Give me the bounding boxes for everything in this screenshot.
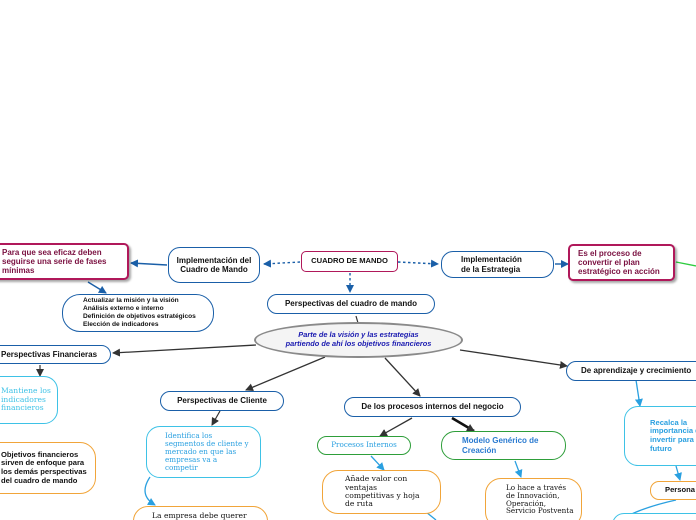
link-aprend-recalca: [634, 379, 643, 407]
node-indicadores[interactable]: Mantiene los indicadores financieros: [0, 376, 58, 424]
node-objetivos[interactable]: Objetivos financieros sirven de enfoque …: [0, 442, 96, 494]
link-impl-fases: [130, 259, 168, 268]
cliente-label: Perspectivas de Cliente: [177, 396, 267, 406]
node-proceso-estrategico[interactable]: Es el proceso de convertir el plan estra…: [568, 244, 675, 281]
implementacion-cuadro-label: Implementación del Cuadro de Mando: [176, 255, 252, 274]
node-implementacion-cuadro[interactable]: Implementación del Cuadro de Mando: [168, 247, 260, 283]
link-root-right: [397, 259, 439, 268]
link-vision-financieras: [112, 344, 257, 357]
node-fases[interactable]: Para que sea eficaz deben seguirse una s…: [0, 243, 129, 280]
fases-label: Para que sea eficaz deben seguirse una s…: [2, 247, 107, 276]
link-root-left: [263, 259, 301, 268]
node-segmentos[interactable]: Identifica los segmentos de cliente y me…: [146, 426, 261, 478]
proceso-label: Es el proceso de convertir el plan estra…: [578, 248, 660, 277]
node-vision-estrategias[interactable]: Parte de la visión y las estrategias par…: [254, 322, 463, 358]
node-modelo-generico[interactable]: Modelo Genérico de Creación: [441, 431, 566, 460]
indicadores-label: Mantiene los indicadores financieros: [1, 385, 51, 413]
node-anade-valor[interactable]: Añade valor con ventajas competitivas y …: [322, 470, 441, 514]
node-empresa[interactable]: La empresa debe querer: [133, 506, 268, 520]
node-implementacion-estrategia[interactable]: Implementación de la Estrategia: [441, 251, 554, 278]
link-cliente-segmentos: [211, 410, 221, 426]
procesos-label: De los procesos internos del negocio: [361, 402, 504, 412]
implementacion-estrategia-label: Implementación de la Estrategia: [461, 255, 522, 274]
link-segmentos-empresa: [144, 476, 156, 506]
persona-label: Persona: [665, 485, 695, 495]
link-fases-lista: [87, 281, 107, 294]
innovacion-label: Lo hace a través de Innovación, Operació…: [506, 483, 574, 516]
segmentos-label: Identifica los segmentos de cliente y me…: [165, 431, 249, 472]
node-perspectivas[interactable]: Perspectivas del cuadro de mando: [267, 294, 435, 314]
node-innovacion[interactable]: Lo hace a través de Innovación, Operació…: [485, 478, 582, 520]
aprendizaje-label: De aprendizaje y crecimiento: [581, 366, 692, 376]
node-recalca[interactable]: Recalca la importancia de invertir para …: [624, 406, 696, 466]
objetivos-label: Objetivos financieros sirven de enfoque …: [1, 449, 87, 485]
link-procesos-internos: [379, 417, 413, 437]
node-aprendizaje[interactable]: De aprendizaje y crecimiento: [566, 361, 696, 381]
procesos-internos-label: Procesos Internos: [331, 440, 397, 450]
link-vision-cliente: [245, 356, 326, 391]
empresa-label: La empresa debe querer: [152, 511, 247, 520]
link-proceso-out: [675, 261, 696, 267]
node-persona[interactable]: Persona: [650, 481, 696, 500]
node-lista-fases[interactable]: Actualizar la misión y la visión Análisi…: [62, 294, 214, 332]
perspectivas-label: Perspectivas del cuadro de mando: [284, 299, 418, 309]
link-procesos-modelo: [451, 416, 475, 433]
root-label: CUADRO DE MANDO: [311, 256, 388, 266]
lista-fases-label: Actualizar la misión y la visión Análisi…: [83, 297, 196, 328]
link-modelo-innovacion: [514, 460, 523, 478]
financieras-label: Perspectivas Financieras: [1, 349, 98, 359]
link-internos-anade: [370, 455, 385, 471]
node-procesos-internos-negocio[interactable]: De los procesos internos del negocio: [344, 397, 521, 417]
link-recalca-persona: [674, 465, 682, 481]
link-vision-aprendizaje: [459, 349, 568, 369]
root-node-cuadro-de-mando[interactable]: CUADRO DE MANDO: [301, 251, 398, 272]
modelo-label: Modelo Genérico de Creación: [462, 436, 539, 455]
node-perspectivas-cliente[interactable]: Perspectivas de Cliente: [160, 391, 284, 411]
node-procesos-internos[interactable]: Procesos Internos: [317, 436, 411, 455]
link-vision-procesos: [384, 357, 421, 397]
recalca-label: Recalca la importancia de invertir para …: [650, 417, 696, 453]
node-next-partial[interactable]: [612, 513, 696, 520]
node-perspectivas-financieras[interactable]: Perspectivas Financieras: [0, 345, 111, 364]
vision-label: Parte de la visión y las estrategias par…: [285, 330, 432, 348]
anade-label: Añade valor con ventajas competitivas y …: [345, 474, 420, 509]
